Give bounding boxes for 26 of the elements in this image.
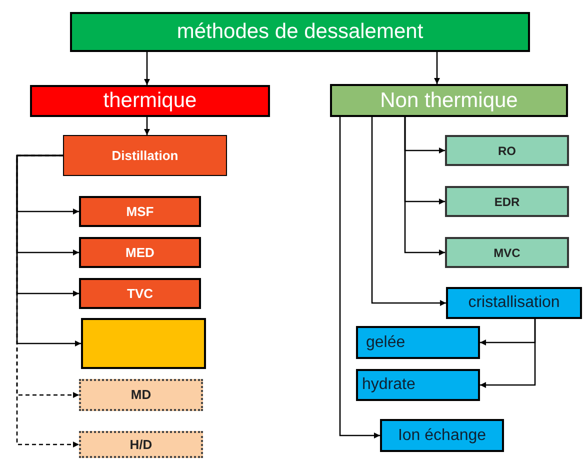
category-box: Non thermique [330, 84, 568, 117]
title-box: méthodes de dessalement [70, 12, 530, 52]
process-box: hydrate [356, 369, 480, 401]
process-box: gelée [356, 326, 480, 359]
arrow [480, 319, 536, 388]
process-box: MVC [445, 237, 569, 268]
arrow [371, 117, 446, 306]
arrow [404, 117, 445, 256]
process-box: MED [79, 237, 201, 268]
arrow [144, 52, 150, 85]
arrow [434, 52, 440, 84]
process-box: TVC [79, 278, 201, 309]
empty-box [81, 318, 206, 369]
process-box: Distillation [63, 135, 227, 176]
process-box: MSF [79, 196, 201, 227]
arrow [339, 117, 380, 438]
arrow [16, 154, 79, 448]
process-box: MD [79, 379, 203, 411]
process-box: H/D [79, 431, 203, 458]
process-box: Ion échange [380, 419, 504, 452]
arrow [144, 117, 150, 135]
process-box: cristallisation [446, 287, 582, 319]
category-box: thermique [30, 85, 270, 117]
process-box: EDR [445, 186, 569, 217]
arrow [16, 154, 81, 346]
process-box: RO [445, 135, 569, 166]
